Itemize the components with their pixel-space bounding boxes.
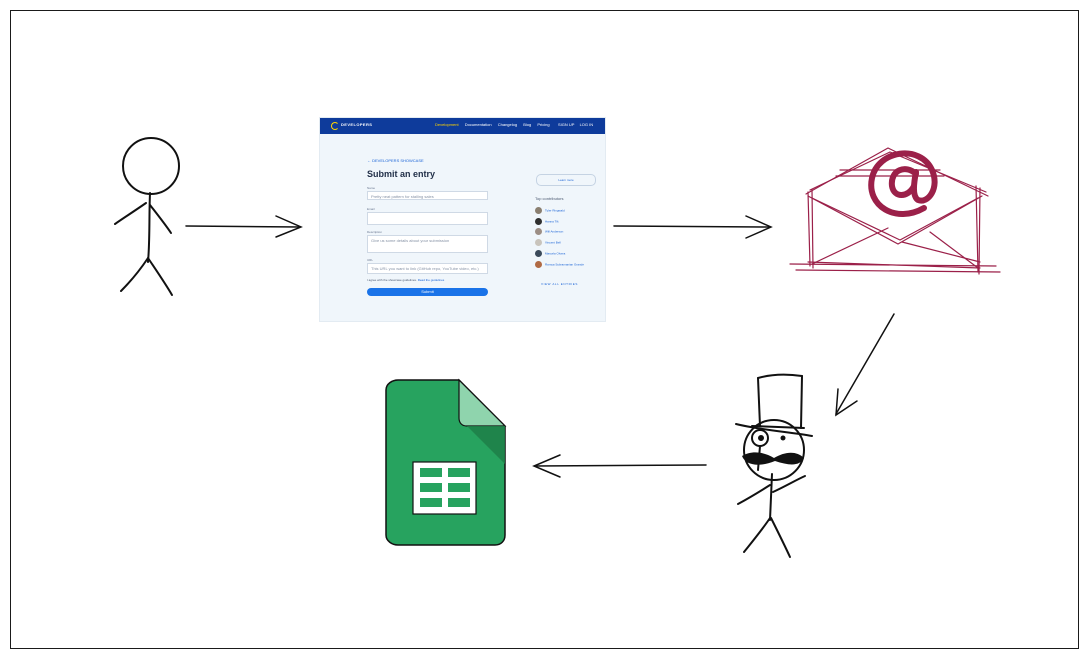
contributor-item[interactable]: Will Anderson: [535, 228, 563, 237]
contributor-name: Ramya Subramanian Grande: [545, 262, 585, 267]
terms-checkbox-label[interactable]: I agree with the showcase guidelines.: [367, 278, 417, 282]
email-label: Email: [367, 207, 375, 211]
contributor-name: Hanna Tilt: [545, 219, 559, 224]
contributor-name: Marcela Olvera: [545, 251, 566, 256]
nav-link-changelog[interactable]: Changelog: [497, 122, 518, 127]
nav-link-pricing[interactable]: Pricing: [537, 122, 550, 127]
auth-links: SIGN UP LOG IN: [558, 122, 597, 127]
at-sign: [868, 150, 938, 217]
back-link[interactable]: ← DEVELOPERS SHOWCASE: [367, 158, 424, 163]
nav-link-blog[interactable]: Blog: [523, 122, 532, 127]
monocle-eye: [758, 435, 764, 441]
contributor-item[interactable]: Ramya Subramanian Grande: [535, 261, 584, 270]
envelope-at-icon: [789, 147, 1001, 275]
arrow-spreadsheet: [532, 454, 707, 478]
contributor-item[interactable]: Hanna Tilt: [535, 218, 559, 227]
sign-up-link[interactable]: SIGN UP: [558, 122, 575, 127]
submission-form-screenshot: DEVELOPERS Development Documentation Cha…: [320, 118, 605, 321]
description-field[interactable]: Give us some details about your submissi…: [367, 235, 488, 253]
submit-button[interactable]: Submit: [367, 288, 488, 296]
description-label: Description: [367, 230, 383, 234]
brand-name: DEVELOPERS: [341, 122, 373, 127]
guidelines-link[interactable]: Read the guidelines: [417, 278, 445, 282]
avatar: [535, 218, 542, 225]
url-label: URL: [367, 258, 374, 262]
avatar: [535, 239, 542, 246]
contributor-name: Tyler Ringwald: [545, 208, 565, 213]
avatar: [535, 261, 542, 268]
url-field[interactable]: This URL you want to link (GitHub repo, …: [367, 263, 488, 274]
learn-more-button[interactable]: Learn more: [536, 174, 596, 186]
name-label: Name: [367, 186, 376, 190]
diagram-frame: [10, 10, 1079, 649]
arrow-email: [613, 215, 773, 239]
contributor-item[interactable]: Vincent Bell: [535, 239, 561, 248]
top-hat-person-icon: [735, 373, 813, 558]
nav-links: Development Documentation Changelog Blog…: [435, 122, 555, 127]
form-title: Submit an entry: [367, 169, 436, 179]
contributor-name: Will Anderson: [545, 229, 564, 234]
log-in-link[interactable]: LOG IN: [579, 122, 594, 127]
nav-link-documentation[interactable]: Documentation: [464, 122, 492, 127]
contributor-name: Vincent Bell: [545, 240, 561, 245]
arrow-submit: [185, 215, 303, 238]
email-field[interactable]: [367, 212, 488, 225]
person-icon: [114, 137, 180, 296]
top-navigation: DEVELOPERS Development Documentation Cha…: [320, 118, 605, 134]
top-contributors-title: Top contributors: [535, 196, 564, 201]
name-field[interactable]: Pretty neat pattern for stalling sales: [367, 191, 488, 200]
arrow-review: [835, 313, 895, 417]
avatar: [535, 250, 542, 257]
logo-icon: [331, 122, 339, 130]
avatar: [535, 207, 542, 214]
contributor-item[interactable]: Tyler Ringwald: [535, 207, 565, 216]
contributor-item[interactable]: Marcela Olvera: [535, 250, 565, 259]
mustache: [742, 452, 804, 465]
avatar: [535, 228, 542, 235]
spreadsheet-icon: [385, 378, 507, 546]
terms-text: I agree with the showcase guidelines. Re…: [367, 278, 444, 282]
view-all-link[interactable]: VIEW ALL ENTRIES: [541, 282, 578, 286]
eye: [780, 435, 786, 441]
nav-link-development[interactable]: Development: [435, 122, 459, 127]
